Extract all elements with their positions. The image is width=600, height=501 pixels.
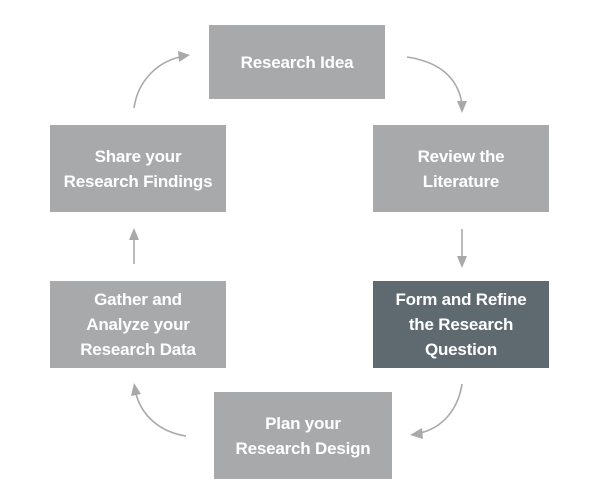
step-gather-analyze-data-label: Gather and Analyze your Research Data [80,290,196,359]
step-research-idea: Research Idea [209,25,385,99]
step-form-refine-question: Form and Refine the Research Question [373,281,549,368]
arrow-plan-to-gather [131,383,187,437]
step-plan-research-design: Plan your Research Design [214,392,392,479]
arrow-form-to-plan [410,383,463,439]
step-form-refine-question-label: Form and Refine the Research Question [395,290,527,359]
step-plan-research-design-label: Plan your Research Design [235,413,371,458]
step-research-idea-label: Research Idea [240,52,354,72]
arrow-idea-to-review [406,56,467,113]
step-share-findings-label: Share your Research Findings [63,146,213,191]
step-review-literature: Review the Literature [373,125,549,212]
arrow-share-to-idea [133,51,190,109]
step-share-findings: Share your Research Findings [50,125,226,212]
arrow-review-to-form [457,229,467,268]
step-review-literature-label: Review the Literature [417,146,505,191]
arrow-gather-to-share [129,228,139,264]
step-gather-analyze-data: Gather and Analyze your Research Data [50,281,226,368]
